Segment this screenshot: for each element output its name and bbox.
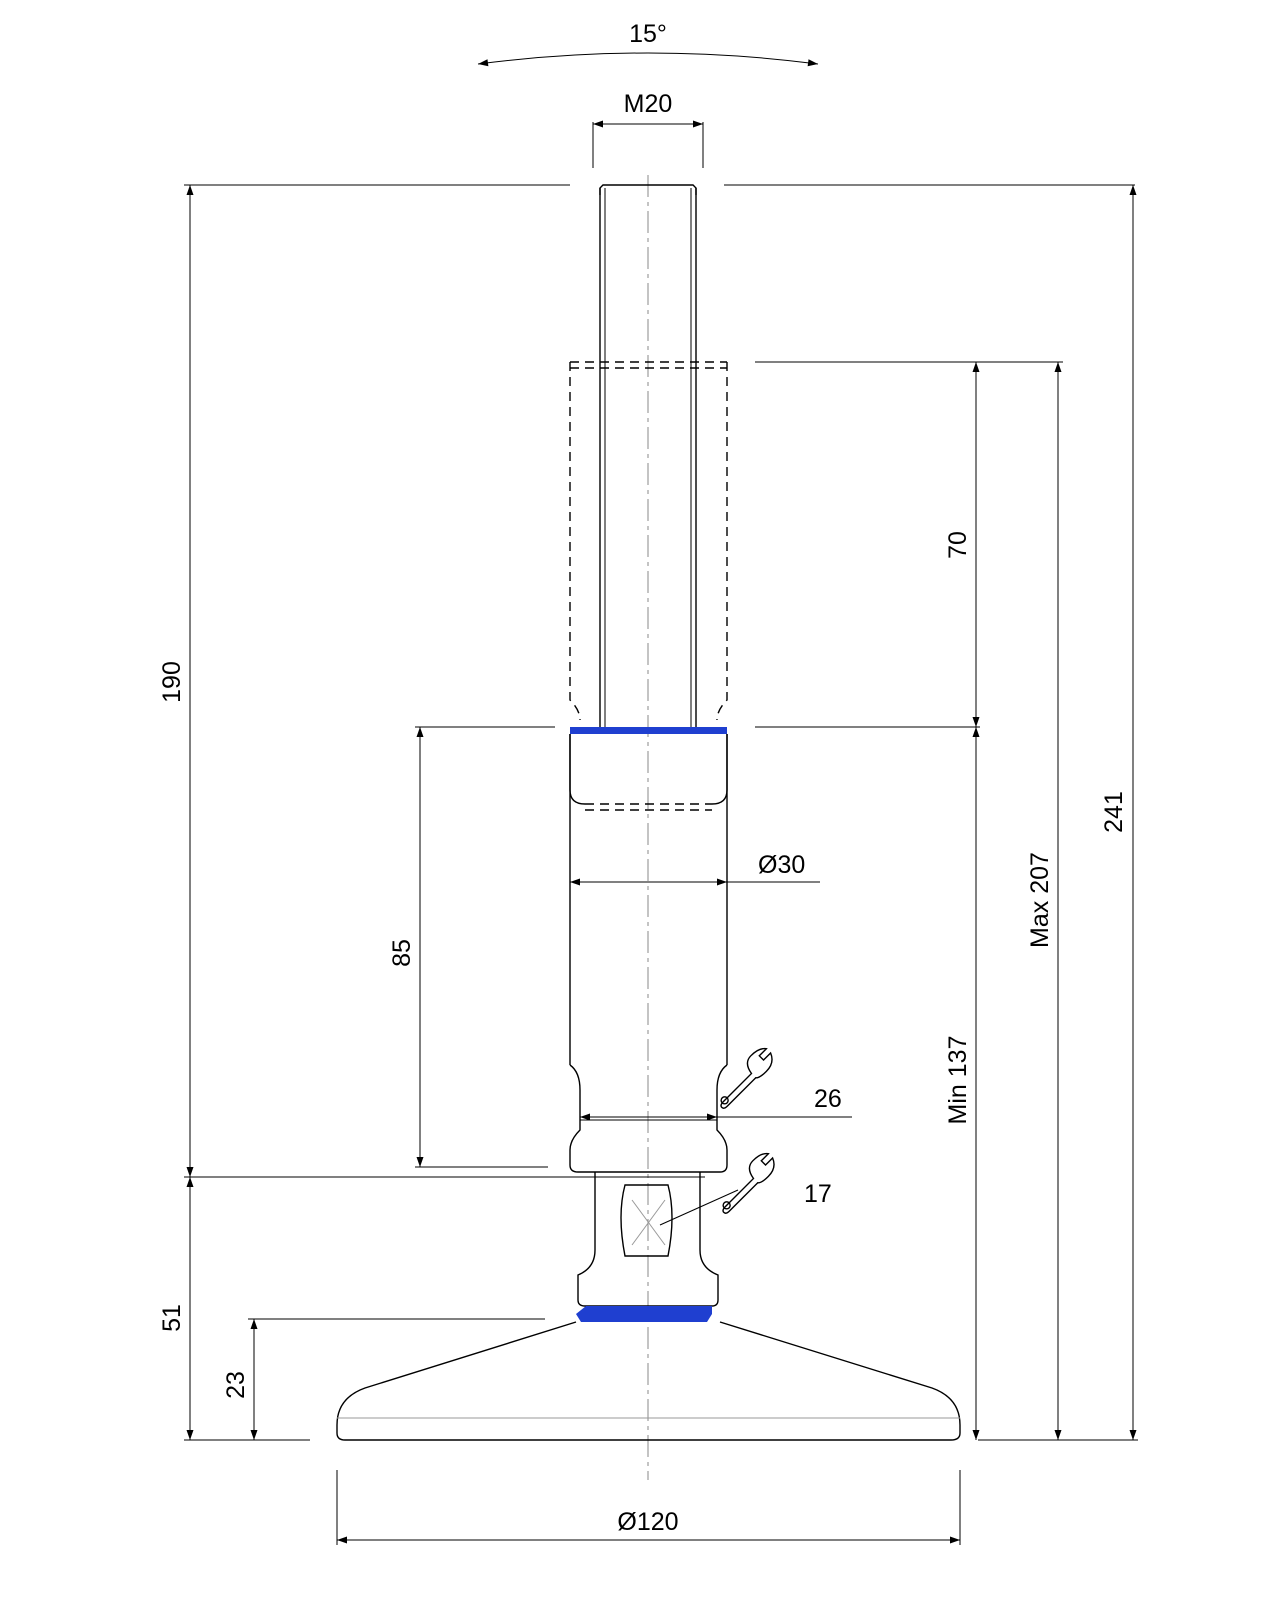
body-diameter-label: Ø30: [758, 851, 805, 879]
threaded-stud: [599, 184, 697, 727]
part-outline: [336, 175, 961, 1480]
max-height-label: Max 207: [1026, 852, 1054, 948]
wrench-body-label: 26: [814, 1085, 842, 1113]
wrench-icon: [722, 1152, 775, 1214]
base-seal-ring: [576, 1306, 712, 1322]
top-seal-ring: [570, 727, 727, 734]
tilt-arc: [477, 52, 819, 67]
wrench-base-label: 17: [804, 1180, 832, 1208]
overall-height-label: 241: [1100, 791, 1128, 833]
base-height-label: 51: [158, 1304, 186, 1332]
wrench-icon: [720, 1047, 773, 1109]
extended-body-phantom: [569, 361, 728, 811]
adjust-range-label: 70: [944, 531, 972, 559]
pad-diameter-label: Ø120: [617, 1508, 678, 1536]
base-pad: [336, 1321, 961, 1441]
spindle-length-label: 190: [158, 661, 186, 703]
dimension-geometry: [184, 52, 1138, 1545]
body-length-label: 85: [388, 939, 416, 967]
pad-height-label: 23: [222, 1371, 250, 1399]
min-height-label: Min 137: [944, 1036, 972, 1125]
tilt-angle-label: 15°: [629, 20, 667, 48]
thread-label: M20: [624, 90, 673, 118]
